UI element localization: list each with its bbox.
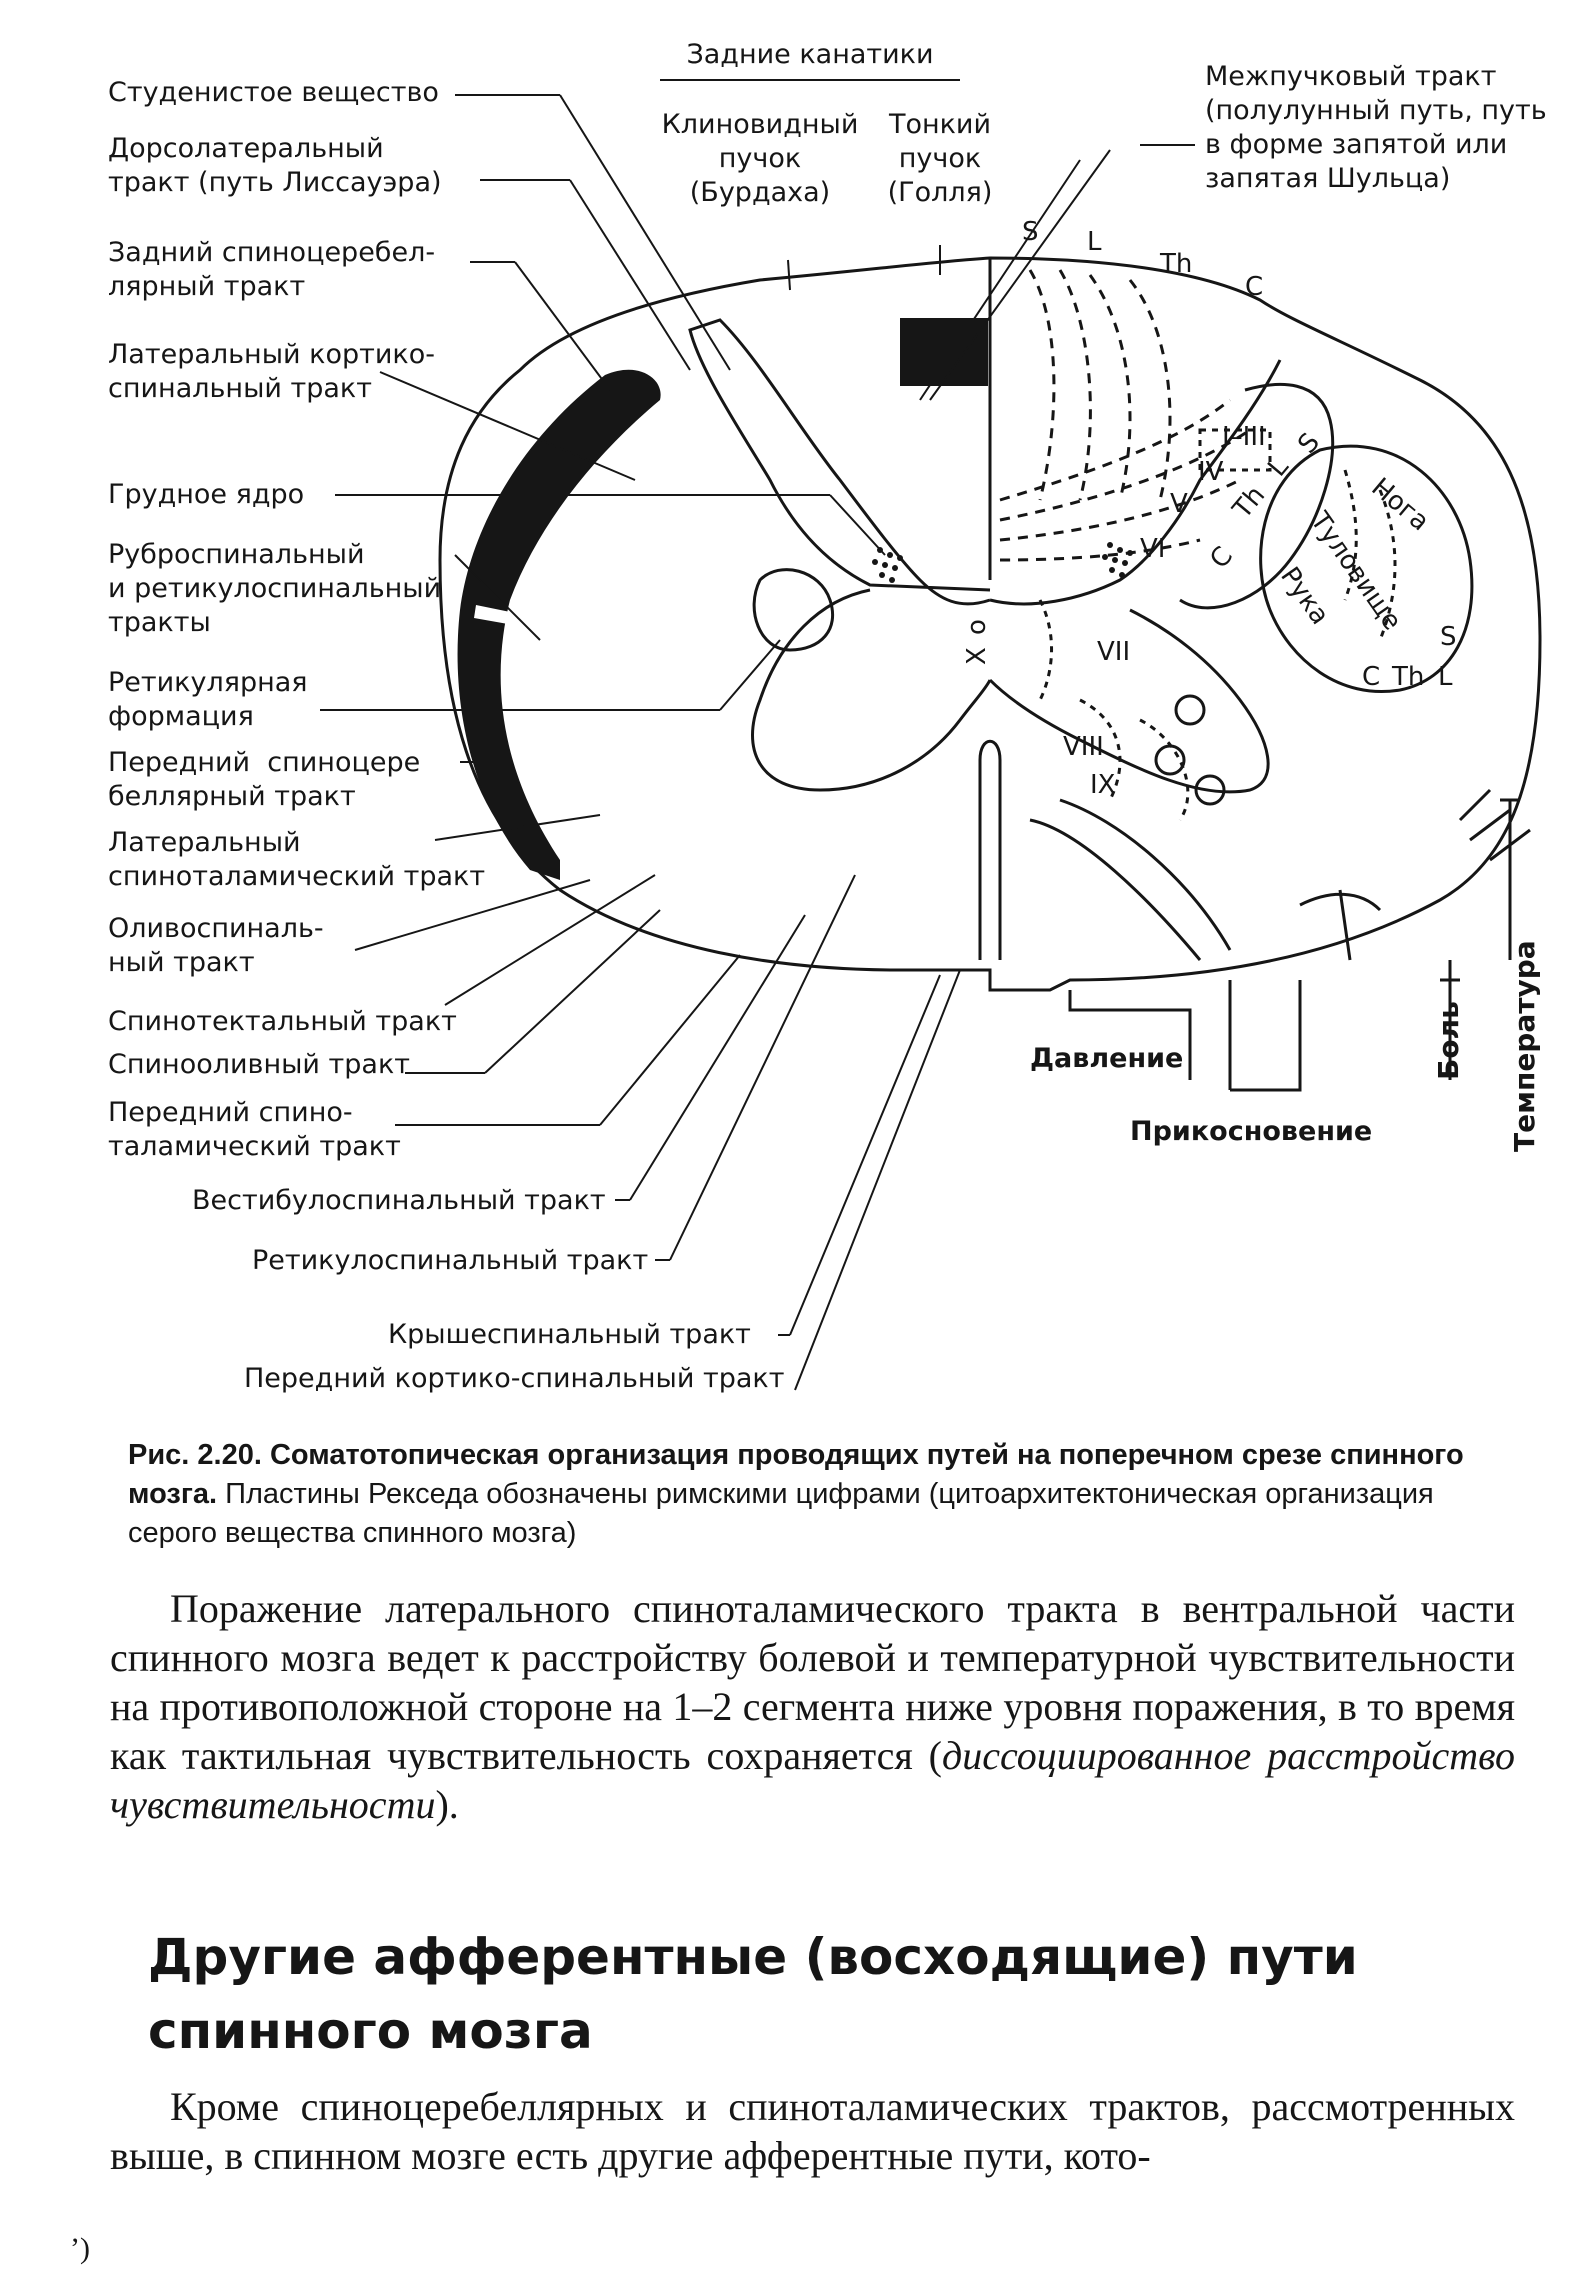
caption-text: Пластины Рекседа обозначены римскими циф…	[128, 1478, 1434, 1549]
body-map-leg: Нога	[1366, 472, 1435, 537]
lamina-i-iii: I–III	[1222, 422, 1266, 452]
paragraph1-italic: диссоциированное расстройство чувствител…	[110, 1733, 1516, 1827]
segment-s: S	[1022, 217, 1039, 247]
segment-th: Th	[1159, 249, 1192, 279]
bodymap-left-s: S	[1292, 428, 1326, 460]
body-map-outline	[1259, 444, 1474, 693]
lamina-vii: VII	[1097, 637, 1130, 667]
bodymap-left-l: L	[1262, 452, 1295, 483]
label-cuneate-fasciculus: Клиновидный пучок (Бурдаха)	[661, 109, 859, 208]
lamina-vi: VI	[1140, 534, 1165, 564]
lamina-ix: IX	[1090, 770, 1115, 800]
label-olivospinal: Оливоспиналь- ный тракт	[108, 913, 324, 978]
label-touch: Прикосновение	[1130, 1116, 1373, 1147]
label-reticular-formation: Ретикулярная формация	[108, 667, 308, 732]
label-vestibulospinal: Вестибулоспинальный тракт	[192, 1185, 606, 1216]
label-reticulospinal: Ретикулоспинальный тракт	[252, 1245, 649, 1276]
paragraph1-text: Поражение латерального спиноталамическог…	[110, 1586, 1515, 1778]
lamina-iv: IV	[1198, 457, 1224, 487]
bodymap-bottom-th: Th	[1391, 662, 1424, 692]
label-posterior-spinocerebellar: Задний спиноцеребел- лярный тракт	[108, 237, 436, 302]
label-gracile-fasciculus: Тонкий пучок (Голля)	[887, 109, 993, 208]
paragraph1-end: ).	[435, 1782, 459, 1827]
bodymap-bottom-s: S	[1440, 622, 1457, 652]
spinal-cord-figure: S L Th C I–III IV V VI VII VIII IX Нога …	[108, 39, 1547, 1394]
label-rubrospinal: Руброспинальный и ретикулоспинальный тра…	[108, 539, 442, 638]
label-thoracic-nucleus: Грудное ядро	[108, 479, 305, 510]
lamina-x-symbol: o	[962, 619, 992, 635]
lamina-viii: VIII	[1063, 732, 1104, 762]
segment-l: L	[1087, 227, 1102, 257]
segment-c: C	[1245, 272, 1263, 302]
label-spino-olivary: Спинооливный тракт	[108, 1049, 411, 1080]
section-heading: Другие афферентные (восходящие) пути спи…	[148, 1928, 1358, 2060]
label-anterior-spinocerebellar: Передний спиноцере беллярный тракт	[108, 747, 421, 812]
label-pressure: Давление	[1030, 1043, 1184, 1074]
label-interfascicular-tract: Межпучковый тракт (полулунный путь, путь…	[1205, 61, 1547, 194]
lamina-v: V	[1170, 489, 1188, 519]
caption-number: Рис. 2.20.	[128, 1439, 262, 1471]
lamina-x-roman: X	[962, 647, 992, 665]
label-spinotectal: Спинотектальный тракт	[108, 1006, 457, 1037]
cord-outline	[438, 256, 1542, 992]
label-temperature: Температура	[1508, 940, 1541, 1152]
bodymap-bottom-c: C	[1362, 662, 1380, 692]
paragraph-other-afferent: Кроме спиноцеребеллярных и спиноталамиче…	[110, 2084, 1515, 2178]
label-anterior-spinothalamic: Передний спино- таламический тракт	[108, 1097, 401, 1162]
label-substantia-gelatinosa: Студенистое вещество	[108, 77, 439, 108]
gray-matter	[688, 318, 991, 606]
body-map-arm: Рука	[1274, 562, 1335, 631]
page-number: ’)	[70, 2232, 90, 2265]
spinal-cord-diagram: S L Th C I–III IV V VI VII VIII IX Нога …	[320, 79, 1542, 1391]
bodymap-bottom-l: L	[1438, 662, 1453, 692]
label-anterior-corticospinal: Передний кортико-спинальный тракт	[244, 1363, 785, 1394]
figure-caption: Рис. 2.20. Соматотопическая организация …	[128, 1436, 1508, 1553]
lateral-corticospinal-band	[457, 369, 661, 880]
label-pain: Боль	[1432, 1001, 1465, 1080]
label-posterior-funiculi: Задние канатики	[686, 39, 934, 70]
caption-title: Соматотопическая организация проводящих …	[128, 1439, 1464, 1510]
label-tectospinal: Крышеспинальный тракт	[388, 1319, 751, 1350]
label-lateral-corticospinal: Латеральный кортико- спинальный тракт	[108, 339, 435, 404]
paragraph-spinothalamic-lesion: Поражение латерального спиноталамическог…	[110, 1584, 1515, 1829]
label-lateral-spinothalamic: Латеральный спиноталамический тракт	[108, 827, 486, 892]
label-lissauer-tract: Дорсолатеральный тракт (путь Лиссауэра)	[108, 133, 442, 198]
bodymap-left-c: C	[1204, 541, 1239, 574]
